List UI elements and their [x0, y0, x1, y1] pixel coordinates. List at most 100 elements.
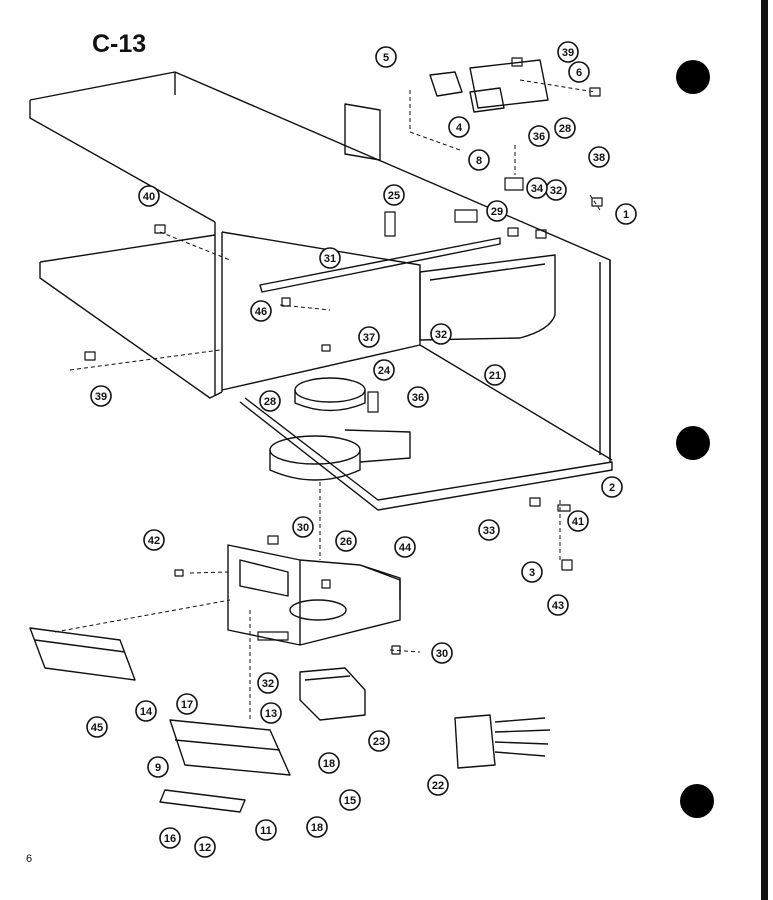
callout-3: 3 [521, 561, 543, 583]
callout-25: 25 [383, 184, 405, 206]
svg-text:8: 8 [476, 155, 482, 167]
callout-31: 31 [319, 247, 341, 269]
svg-text:32: 32 [262, 678, 274, 690]
chassis-right-wall [599, 260, 611, 462]
svg-text:39: 39 [562, 47, 574, 59]
callout-28b: 28 [259, 390, 281, 412]
callout-16: 16 [159, 827, 181, 849]
svg-text:46: 46 [255, 306, 267, 318]
svg-text:32: 32 [435, 329, 447, 341]
svg-text:1: 1 [623, 209, 629, 221]
svg-text:42: 42 [148, 535, 160, 547]
callout-11: 11 [255, 819, 277, 841]
callout-37: 37 [358, 326, 380, 348]
svg-text:5: 5 [383, 52, 389, 64]
callout-12: 12 [194, 836, 216, 858]
svg-text:6: 6 [576, 67, 582, 79]
binder-hole-middle [676, 426, 710, 460]
callout-29: 29 [486, 200, 508, 222]
svg-text:28: 28 [264, 396, 276, 408]
callout-33: 33 [478, 519, 500, 541]
chassis-base [221, 344, 613, 511]
svg-text:40: 40 [143, 191, 155, 203]
svg-text:36: 36 [533, 131, 545, 143]
connector-22 [454, 714, 496, 769]
svg-text:12: 12 [199, 842, 211, 854]
svg-text:41: 41 [572, 516, 584, 528]
svg-text:33: 33 [483, 525, 495, 537]
callout-13: 13 [260, 702, 282, 724]
callout-17: 17 [176, 693, 198, 715]
svg-text:9: 9 [155, 762, 161, 774]
chassis-floor [39, 234, 223, 399]
svg-text:3: 3 [529, 567, 535, 579]
svg-text:28: 28 [559, 123, 571, 135]
callout-45: 45 [86, 716, 108, 738]
svg-text:25: 25 [388, 190, 400, 202]
motor-23 [299, 667, 366, 721]
svg-text:36: 36 [412, 392, 424, 404]
fan-24 [294, 377, 366, 403]
socket-4 [469, 87, 505, 113]
svg-text:26: 26 [340, 536, 352, 548]
svg-text:22: 22 [432, 780, 444, 792]
svg-text:24: 24 [378, 365, 391, 377]
page-number: 6 [26, 853, 33, 865]
bracket-44 [359, 564, 401, 600]
svg-text:15: 15 [344, 795, 356, 807]
svg-text:37: 37 [363, 332, 375, 344]
callout-43: 43 [547, 594, 569, 616]
callout-21: 21 [484, 364, 506, 386]
svg-text:34: 34 [531, 183, 544, 195]
svg-text:14: 14 [140, 706, 153, 718]
svg-text:39: 39 [95, 391, 107, 403]
svg-text:29: 29 [491, 206, 503, 218]
callout-42: 42 [143, 529, 165, 551]
svg-text:45: 45 [91, 722, 103, 734]
callout-32b: 32 [430, 323, 452, 345]
callout-18a: 18 [318, 752, 340, 774]
callout-9: 9 [147, 756, 169, 778]
binder-hole-top [676, 60, 710, 94]
svg-text:44: 44 [399, 542, 412, 554]
callout-36a: 36 [528, 125, 550, 147]
callout-6: 6 [568, 61, 590, 83]
callout-28a: 28 [554, 117, 576, 139]
callout-38: 38 [588, 146, 610, 168]
svg-text:31: 31 [324, 253, 336, 265]
callout-15: 15 [339, 789, 361, 811]
svg-text:43: 43 [552, 600, 564, 612]
svg-text:17: 17 [181, 699, 193, 711]
bracket-top [344, 103, 381, 161]
callout-22: 22 [427, 774, 449, 796]
callout-2: 2 [601, 476, 623, 498]
callout-34: 34 [526, 177, 548, 199]
svg-text:2: 2 [609, 482, 615, 494]
svg-text:4: 4 [456, 122, 463, 134]
svg-text:23: 23 [373, 736, 385, 748]
switch-assembly [159, 719, 291, 813]
callout-14: 14 [135, 700, 157, 722]
chassis-left-wall [214, 222, 223, 395]
diagram-title: C-13 [92, 30, 147, 58]
lamp-5 [429, 71, 463, 97]
callout-8: 8 [468, 149, 490, 171]
svg-text:30: 30 [436, 648, 448, 660]
svg-text:13: 13 [265, 708, 277, 720]
svg-text:16: 16 [164, 833, 176, 845]
callout-18b: 18 [306, 816, 328, 838]
plate-6 [469, 59, 549, 109]
callout-5: 5 [375, 46, 397, 68]
callout-39b: 39 [90, 385, 112, 407]
callout-39a: 39 [557, 41, 579, 63]
callout-32c: 32 [257, 672, 279, 694]
scroll-28 [269, 435, 361, 465]
callout-46: 46 [250, 300, 272, 322]
rail-31 [259, 237, 501, 293]
callout-26: 26 [335, 530, 357, 552]
callout-30a: 30 [292, 516, 314, 538]
svg-text:32: 32 [550, 185, 562, 197]
cover-45 [29, 627, 136, 681]
